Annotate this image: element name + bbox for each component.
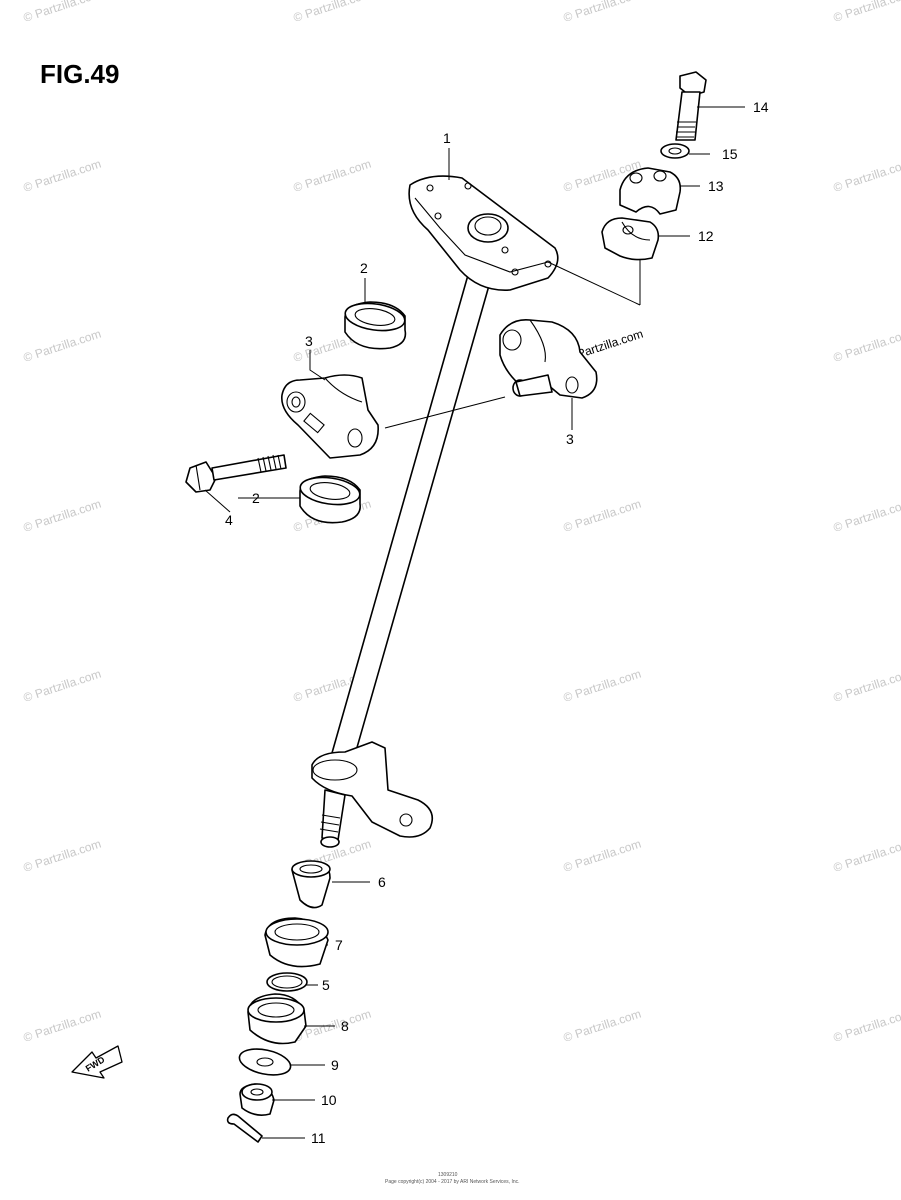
- watermark: © Partzilla.com: [22, 327, 103, 365]
- watermark: © Partzilla.com: [832, 837, 901, 875]
- watermark: © Partzilla.com: [22, 667, 103, 705]
- watermark: © Partzilla.com: [562, 837, 643, 875]
- leader-lines: [204, 106, 745, 1139]
- callout-13[interactable]: 13: [708, 178, 724, 194]
- shaft-top-boss: [467, 213, 509, 243]
- callout-7[interactable]: 7: [335, 937, 343, 953]
- steering-shaft[interactable]: [311, 175, 559, 848]
- watermark: © Partzilla.com: [22, 0, 103, 25]
- watermark: © Partzilla.com: [562, 497, 643, 535]
- watermark: © Partzilla.com: [832, 157, 901, 195]
- o-ring-5[interactable]: [266, 972, 308, 992]
- footer-code: 1309210: [438, 1172, 458, 1178]
- watermark: © Partzilla.com: [22, 497, 103, 535]
- watermark: © Partzilla.com: [832, 497, 901, 535]
- watermark: © Partzilla.com: [832, 1007, 901, 1045]
- nut-10[interactable]: [239, 1083, 275, 1116]
- bolt-4[interactable]: [185, 454, 287, 493]
- callout-8[interactable]: 8: [341, 1018, 349, 1034]
- figure-title: FIG.49: [40, 59, 119, 89]
- callout-12[interactable]: 12: [698, 228, 714, 244]
- clamp-upper-13[interactable]: [619, 167, 682, 215]
- shaft-stem: [321, 789, 346, 841]
- watermark: © Partzilla.com: [22, 837, 103, 875]
- callout-1[interactable]: 1: [443, 130, 451, 146]
- callout-5[interactable]: 5: [322, 977, 330, 993]
- washer-15[interactable]: [660, 143, 690, 159]
- cotter-pin-11[interactable]: [226, 1113, 263, 1143]
- watermark: © Partzilla.com: [292, 0, 373, 25]
- callout-10[interactable]: 10: [321, 1092, 337, 1108]
- callout-3[interactable]: 3: [566, 431, 574, 447]
- bushing-lower[interactable]: [298, 474, 361, 524]
- washer-9[interactable]: [237, 1045, 293, 1079]
- callout-3[interactable]: 3: [305, 333, 313, 349]
- callout-2[interactable]: 2: [360, 260, 368, 276]
- clamp-lower-12[interactable]: [601, 217, 660, 261]
- footer-copyright: Page copyright(c) 2004 - 2017 by ARI Net…: [385, 1179, 520, 1185]
- watermark: © Partzilla.com: [22, 1007, 103, 1045]
- watermark: © Partzilla.com: [832, 667, 901, 705]
- callout-9[interactable]: 9: [331, 1057, 339, 1073]
- callouts: 1 2 3 3 2 4 14 15 13 12 6 7 5 8 9 10 11: [225, 99, 769, 1146]
- seal-7[interactable]: [264, 917, 329, 968]
- watermark-layer: © Partzilla.com © Partzilla.com © Partzi…: [22, 0, 901, 1045]
- watermark: © Partzilla.com: [562, 0, 643, 25]
- callout-14[interactable]: 14: [753, 99, 769, 115]
- bearing-8[interactable]: [247, 993, 307, 1045]
- callout-2[interactable]: 2: [252, 490, 260, 506]
- callout-6[interactable]: 6: [378, 874, 386, 890]
- watermark: © Partzilla.com: [832, 327, 901, 365]
- callout-11[interactable]: 11: [311, 1130, 326, 1146]
- watermark: © Partzilla.com: [562, 1007, 643, 1045]
- bushing-upper[interactable]: [343, 300, 407, 350]
- callout-15[interactable]: 15: [722, 146, 738, 162]
- shaft-holder-right[interactable]: [499, 318, 598, 399]
- watermark: © Partzilla.com: [832, 0, 901, 25]
- watermark: © Partzilla.com: [292, 157, 373, 195]
- bushing-6[interactable]: [291, 860, 331, 909]
- shaft-holder-left[interactable]: [281, 374, 379, 459]
- watermark: © Partzilla.com: [22, 157, 103, 195]
- fwd-arrow-icon: FWD: [71, 1045, 123, 1079]
- bolt-14[interactable]: [675, 71, 707, 141]
- watermark: © Partzilla.com: [562, 667, 643, 705]
- callout-4[interactable]: 4: [225, 512, 233, 528]
